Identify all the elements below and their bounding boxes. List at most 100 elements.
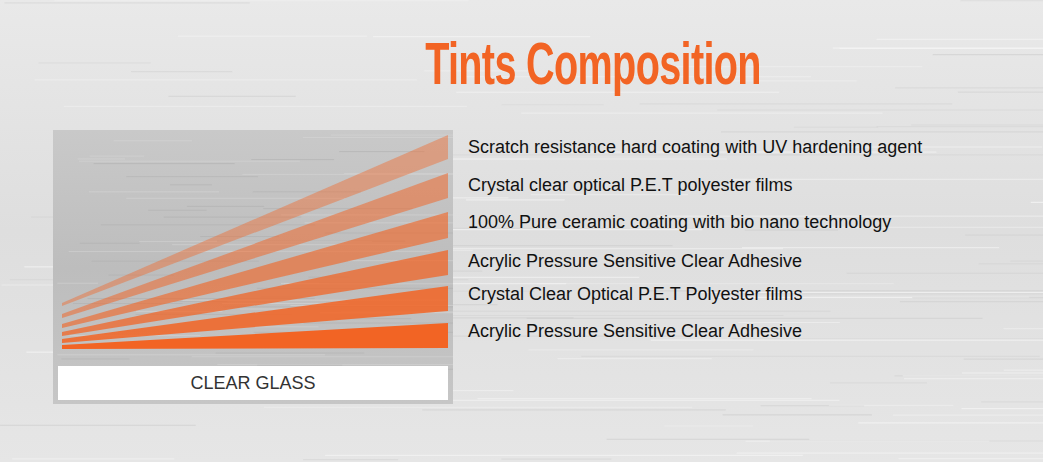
panel-streak xyxy=(187,206,264,207)
metal-streak xyxy=(0,425,196,426)
layer-label: Crystal clear optical P.E.T polyester fi… xyxy=(468,174,792,196)
title-wrap: Tints Composition xyxy=(395,26,791,102)
metal-streak xyxy=(839,48,1043,49)
metal-streak xyxy=(1004,369,1043,370)
metal-streak xyxy=(443,400,839,401)
metal-streak xyxy=(1031,202,1043,203)
metal-streak xyxy=(981,401,1043,402)
metal-streak xyxy=(903,375,1043,376)
panel-streak xyxy=(69,251,252,252)
metal-streak xyxy=(794,127,878,128)
metal-streak xyxy=(1010,261,1043,262)
metal-streak xyxy=(912,297,1043,298)
metal-streak xyxy=(933,54,1043,55)
panel-streak xyxy=(89,191,219,192)
film-layers xyxy=(62,135,448,349)
metal-streak xyxy=(829,405,953,406)
panel-streak xyxy=(101,224,315,225)
metal-streak xyxy=(723,414,872,415)
metal-streak xyxy=(847,273,1043,274)
metal-streak xyxy=(54,0,468,1)
metal-streak xyxy=(264,407,692,408)
metal-streak xyxy=(904,378,1043,379)
metal-streak xyxy=(894,375,1043,376)
panel-streak xyxy=(217,364,453,365)
metal-streak xyxy=(131,71,232,72)
metal-streak xyxy=(12,458,174,459)
panel-streak xyxy=(78,158,126,159)
metal-streak xyxy=(858,422,1043,423)
glass-label: CLEAR GLASS xyxy=(190,372,315,394)
panel-streak xyxy=(304,323,453,324)
metal-streak xyxy=(958,92,1043,93)
metal-streak xyxy=(742,247,999,248)
metal-streak xyxy=(893,415,1043,416)
metal-streak xyxy=(35,79,417,80)
panel-streak xyxy=(170,184,212,185)
metal-streak xyxy=(964,359,1043,360)
metal-streak xyxy=(168,96,295,97)
panel-streak xyxy=(57,354,325,355)
metal-streak xyxy=(898,458,1043,459)
metal-streak xyxy=(961,0,1043,1)
metal-streak xyxy=(1003,328,1043,329)
metal-streak xyxy=(721,131,1043,132)
metal-streak xyxy=(529,349,754,350)
metal-streak xyxy=(521,112,882,113)
panel-streak xyxy=(57,283,98,284)
layer-label: Acrylic Pressure Sensitive Clear Adhesiv… xyxy=(468,250,802,272)
panel-streak xyxy=(331,135,453,136)
metal-streak xyxy=(962,408,1043,409)
metal-streak xyxy=(965,234,1043,235)
layer-label: Crystal Clear Optical P.E.T Polyester fi… xyxy=(468,283,802,305)
metal-streak xyxy=(64,106,467,107)
metal-streak xyxy=(441,311,831,312)
panel-streak xyxy=(90,156,145,157)
metal-streak xyxy=(581,356,1039,357)
panel-streak xyxy=(114,140,193,141)
page-title: Tints Composition xyxy=(425,26,761,102)
metal-streak xyxy=(403,248,783,249)
film-layer-band xyxy=(62,323,448,349)
layer-label: 100% Pure ceramic coating with bio nano … xyxy=(468,211,891,233)
metal-streak xyxy=(737,453,1043,454)
metal-streak xyxy=(178,35,367,36)
metal-streak xyxy=(558,358,712,359)
metal-streak xyxy=(664,425,752,426)
film-panel xyxy=(53,130,453,404)
metal-streak xyxy=(466,199,565,200)
metal-streak xyxy=(830,382,927,383)
panel-streak xyxy=(126,176,258,177)
metal-streak xyxy=(717,109,1043,110)
layer-label: Acrylic Pressure Sensitive Clear Adhesiv… xyxy=(468,320,802,342)
panel-streak xyxy=(192,356,453,357)
layer-label: Scratch resistance hard coating with UV … xyxy=(468,136,922,158)
panel-streak xyxy=(242,174,453,175)
metal-streak xyxy=(39,62,151,63)
metal-streak xyxy=(877,39,1043,40)
panel-streak xyxy=(251,159,334,160)
panel-streak xyxy=(148,210,206,211)
panel-streak xyxy=(79,161,300,162)
metal-streak xyxy=(527,318,983,319)
metal-streak xyxy=(478,398,812,399)
metal-streak xyxy=(4,2,249,3)
panel-streak xyxy=(61,358,129,359)
metal-streak xyxy=(962,372,1043,373)
glass-box: CLEAR GLASS xyxy=(58,366,448,400)
metal-streak xyxy=(325,455,803,456)
metal-streak xyxy=(501,459,611,460)
metal-streak xyxy=(422,409,726,410)
panel-streaks xyxy=(57,135,453,398)
metal-streak xyxy=(895,87,1043,88)
metal-streak xyxy=(989,441,1043,442)
metal-streak xyxy=(876,126,1043,127)
panel-streak xyxy=(216,353,365,354)
metal-streak xyxy=(979,263,1043,264)
metal-streak xyxy=(900,301,1043,302)
metal-streak xyxy=(607,439,810,440)
panel-streak xyxy=(303,137,453,138)
panel-streak xyxy=(80,243,140,244)
